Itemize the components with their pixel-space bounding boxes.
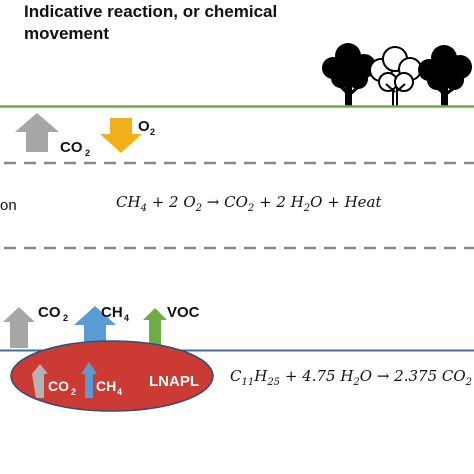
lnapl-ch4-arrow (81, 362, 97, 398)
diagram-heading: Indicative reaction, or chemical movemen… (24, 1, 277, 45)
vapour-co2-arrow (3, 307, 35, 348)
tree-outline-icon (369, 46, 422, 106)
lnapl-co2-sub: 2 (71, 387, 76, 397)
lnapl-label: LNAPL (149, 373, 199, 390)
surface-co2-sub: 2 (85, 148, 90, 158)
lnapl-degradation-equation: C11H25 + 4.75 H2O → 2.375 CO2 (230, 367, 472, 388)
co2-up-arrow (15, 113, 59, 152)
lnapl-ch4-sub: 4 (117, 387, 122, 397)
vapour-ch4-arrow (74, 306, 116, 348)
lnapl-co2-arrow (32, 364, 48, 398)
lnapl-co2-label: CO (48, 378, 69, 394)
lnapl-body (10, 340, 214, 412)
o2-down-arrow (100, 118, 142, 153)
lnapl-ch4-label: CH (96, 378, 116, 394)
surface-o2-label: O (138, 118, 150, 135)
vapour-voc-label: VOC (167, 304, 200, 321)
heading-line-1: Indicative reaction, or chemical (24, 2, 278, 21)
heading-line-2: movement (24, 24, 110, 43)
vapour-ch4-sub: 4 (124, 313, 129, 323)
vapour-voc-arrow (143, 308, 167, 346)
methane-oxidation-equation: CH4 + 2 O2 → CO2 + 2 H2O + Heat (116, 193, 382, 214)
surface-co2-label: CO (60, 139, 83, 156)
tree-icon (418, 45, 472, 106)
zone-label-fragment: on (0, 197, 17, 214)
vapour-co2-label: CO (38, 304, 61, 321)
vapour-ch4-label: CH (101, 304, 123, 321)
vapour-co2-sub: 2 (63, 313, 68, 323)
tree-icon (322, 43, 376, 106)
surface-o2-sub: 2 (150, 127, 155, 137)
